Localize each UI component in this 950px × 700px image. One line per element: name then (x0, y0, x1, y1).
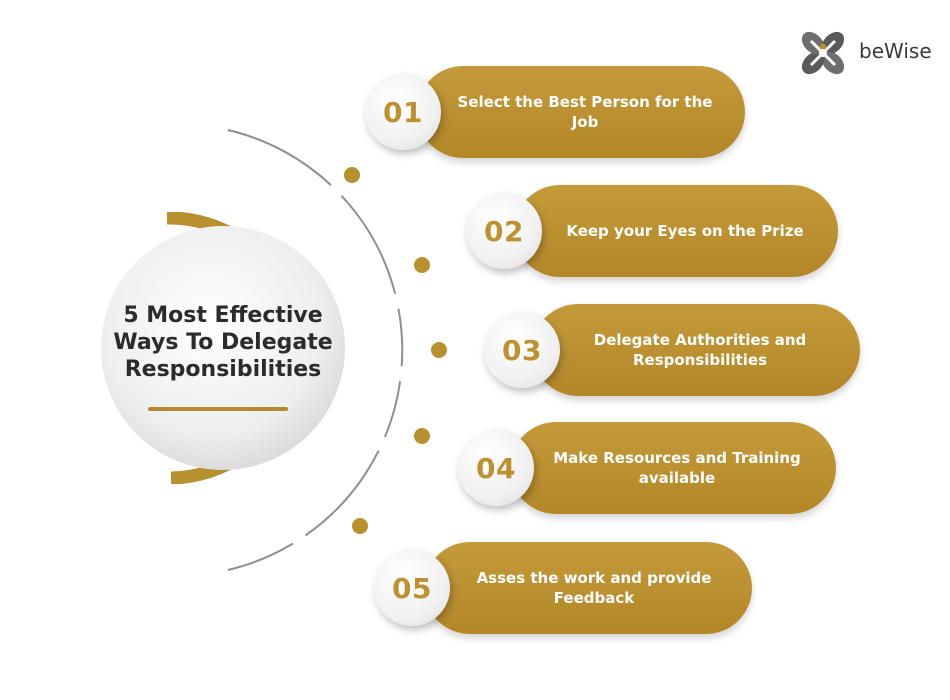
step-number: 04 (476, 451, 516, 485)
step-text: Make Resources and Training available (553, 449, 801, 487)
step-number-badge: 04 (458, 430, 534, 506)
arc-dot (414, 257, 430, 273)
step-pill: Select the Best Person for the Job (417, 66, 745, 158)
center-title: 5 Most Effective Ways To Delegate Respon… (113, 303, 333, 382)
step-1: Select the Best Person for the Job 01 (365, 66, 745, 158)
step-number: 03 (502, 333, 542, 367)
arc-dot (352, 518, 368, 534)
step-number-badge: 01 (365, 74, 441, 150)
arc-dot (414, 428, 430, 444)
arc-dot (431, 342, 447, 358)
step-4: Make Resources and Training available 04 (458, 422, 836, 514)
step-pill: Asses the work and provide Feedback (424, 542, 752, 634)
brand-name: beWise (859, 39, 932, 63)
step-pill: Delegate Authorities and Responsibilitie… (532, 304, 860, 396)
step-3: Delegate Authorities and Responsibilitie… (484, 304, 860, 396)
step-text: Select the Best Person for the Job (457, 93, 713, 131)
step-number: 01 (383, 95, 423, 129)
step-number: 05 (392, 571, 432, 605)
arc-dot (344, 167, 360, 183)
brand-logo: beWise (793, 25, 933, 81)
step-text: Delegate Authorities and Responsibilitie… (593, 331, 807, 369)
step-2: Keep your Eyes on the Prize 02 (466, 185, 838, 277)
step-number-badge: 02 (466, 193, 542, 269)
arc-line (227, 129, 404, 571)
center-underline (148, 407, 288, 411)
step-number-badge: 03 (484, 312, 560, 388)
step-number-badge: 05 (374, 550, 450, 626)
step-text: Asses the work and provide Feedback (476, 569, 712, 607)
step-5: Asses the work and provide Feedback 05 (374, 542, 752, 634)
step-number: 02 (484, 214, 524, 248)
step-pill: Make Resources and Training available (510, 422, 836, 514)
step-text: Keep your Eyes on the Prize (566, 222, 804, 240)
bewise-logo-icon (801, 31, 845, 75)
step-pill: Keep your Eyes on the Prize (514, 185, 838, 277)
